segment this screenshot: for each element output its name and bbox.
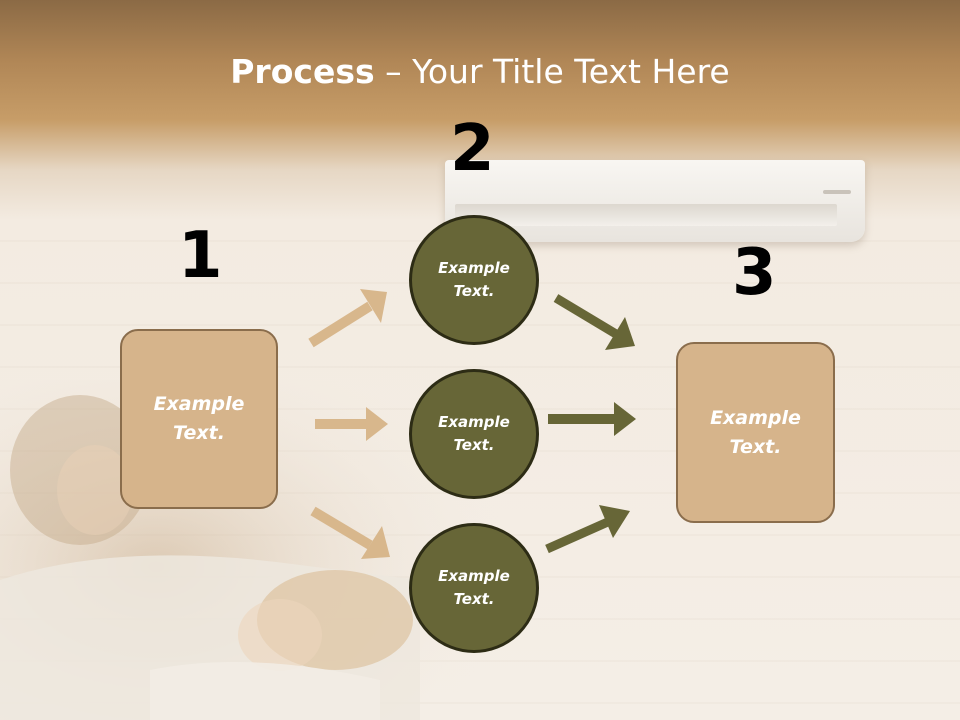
arrow-olive-up [545,516,612,554]
air-conditioner-image [445,160,865,242]
step-3-box: Example Text. [676,342,835,523]
arrowhead-tan-middle [366,407,388,441]
arrow-tan-up [308,301,373,348]
title-rest: – Your Title Text Here [374,52,730,91]
title-bold: Process [230,52,375,91]
circle-middle: Example Text. [409,369,539,499]
circle-bottom: Example Text. [409,523,539,653]
arrow-olive-down [553,294,619,338]
ac-vent [455,204,837,226]
ac-indicator [823,190,851,194]
circle-top: Example Text. [409,215,539,345]
circle-bottom-text: Example Text. [438,567,510,608]
step-number-1: 1 [178,219,223,293]
circle-middle-text: Example Text. [438,413,510,454]
step-number-3: 3 [732,236,777,310]
arrowhead-olive-up [599,505,630,538]
step-number-2: 2 [450,112,495,186]
arrow-tan-down [310,506,373,550]
step-1-box: Example Text. [120,329,278,509]
arrowhead-olive-down [605,317,635,350]
circle-top-text: Example Text. [438,259,510,300]
arrowhead-tan-down [361,526,390,559]
arrowhead-tan-up [360,289,387,323]
step-3-text: Example Text. [710,406,801,458]
arrowhead-olive-middle [614,402,636,436]
step-1-text: Example Text. [153,393,245,444]
slide-title: Process – Your Title Text Here [0,52,960,91]
